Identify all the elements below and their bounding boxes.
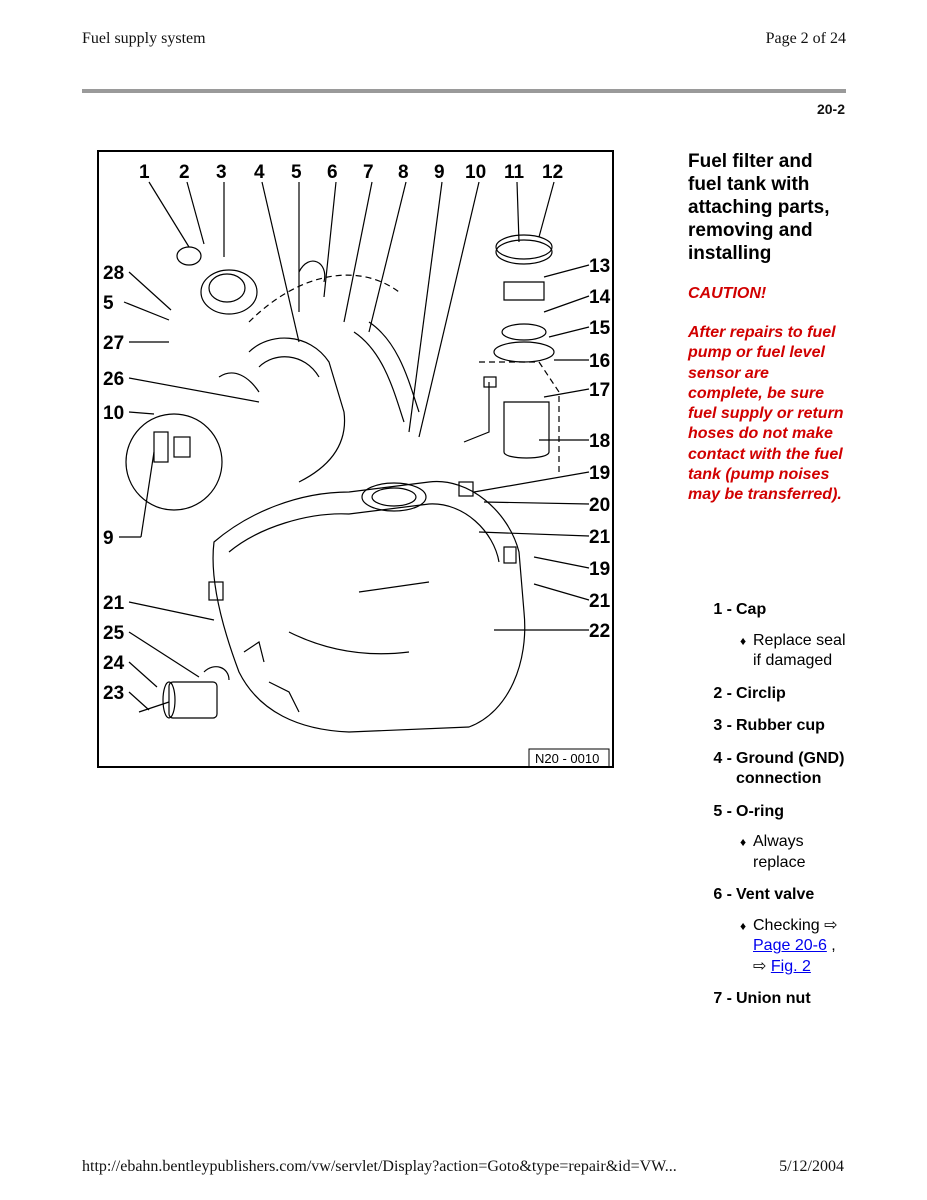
callout-12: 12 [542,162,563,183]
callout-15: 15 [589,318,611,339]
callout-19-lower: 19 [589,559,610,580]
callout-26: 26 [103,369,124,390]
callout-9-left: 9 [103,528,114,549]
parts-list: 1 - Cap ♦ Replace seal if damaged 2 - Ci… [688,600,848,1022]
item-label: O-ring [736,802,784,820]
diamond-bullet-icon: ♦ [739,835,747,849]
callout-23: 23 [103,683,124,704]
callout-24: 24 [103,653,125,674]
footer-url: http://ebahn.bentleypublishers.com/vw/se… [82,1158,677,1175]
callout-6: 6 [327,162,338,183]
figure-link[interactable]: Fig. 2 [770,957,811,975]
caution-text: After repairs to fuel pump or fuel level… [688,324,844,504]
callout-4: 4 [254,162,265,183]
list-item: 4 - Ground (GND) connection [688,749,848,790]
callout-5: 5 [291,162,302,183]
item-number: 5 - [713,802,732,820]
callout-3: 3 [216,162,227,183]
callout-1: 1 [139,162,150,183]
item-note: ♦ Always replace [733,832,848,873]
header-page-count: Page 2 of 24 [765,30,846,47]
callout-18: 18 [589,431,610,452]
diamond-bullet-icon: ♦ [739,918,747,933]
item-number: 2 - [713,684,732,702]
item-number: 3 - [713,717,732,734]
list-item: 5 - O-ring [688,802,848,823]
item-label: Rubber cup [736,717,825,734]
callout-7: 7 [363,162,374,183]
page-number: 20-2 [816,101,845,117]
exploded-diagram: 1 2 3 4 5 6 7 8 9 10 11 12 13 14 15 16 1… [97,150,614,768]
list-item: 6 - Vent valve [688,885,848,906]
item-note: ♦ Checking ⇨ Page 20-6 , ⇨ Fig. 2 [733,916,848,978]
list-item: 7 - Union nut [688,989,848,1010]
callout-5-left: 5 [103,293,114,314]
section-title: Fuel filter and fuel tank with attaching… [688,151,830,264]
page-link[interactable]: Page 20-6 [753,937,827,954]
callout-20: 20 [589,495,610,516]
callout-21-lower: 21 [589,591,611,612]
callout-10-left: 10 [103,403,124,424]
callout-16: 16 [589,351,610,372]
sidebar: Fuel filter and fuel tank with attaching… [688,150,848,506]
callout-27: 27 [103,333,124,354]
item-number: 1 - [713,601,732,618]
callout-19-upper: 19 [589,463,610,484]
footer-date: 5/12/2004 [779,1158,844,1175]
list-item: 2 - Circlip [688,684,848,705]
item-label: Cap [736,601,767,618]
list-item: 3 - Rubber cup [688,716,848,737]
figure-code: N20 - 0010 [535,751,599,766]
callout-10: 10 [465,162,486,183]
callout-21-left: 21 [103,593,125,614]
header-rule [82,89,846,93]
callout-22: 22 [589,621,610,642]
item-label: Circlip [736,684,786,702]
callout-25: 25 [103,623,125,644]
callout-28: 28 [103,263,124,284]
callout-21-upper: 21 [589,527,611,548]
callout-9: 9 [434,162,445,183]
diamond-bullet-icon: ♦ [739,633,747,648]
callout-17: 17 [589,380,610,401]
item-number: 4 - [713,749,732,767]
item-label: Vent valve [736,886,815,903]
callout-2: 2 [179,162,190,183]
item-label: Ground (GND) connection [736,749,845,788]
header-doc-title: Fuel supply system [82,30,206,47]
item-number: 6 - [713,886,732,903]
callout-14: 14 [589,287,611,308]
callout-13: 13 [589,256,610,277]
callout-8: 8 [398,162,409,183]
callout-11: 11 [504,162,525,183]
caution-label: CAUTION! [688,285,767,302]
list-item: 1 - Cap [688,600,848,621]
item-note: ♦ Replace seal if damaged [733,631,848,672]
item-label: Union nut [736,990,811,1007]
item-number: 7 - [713,990,732,1007]
